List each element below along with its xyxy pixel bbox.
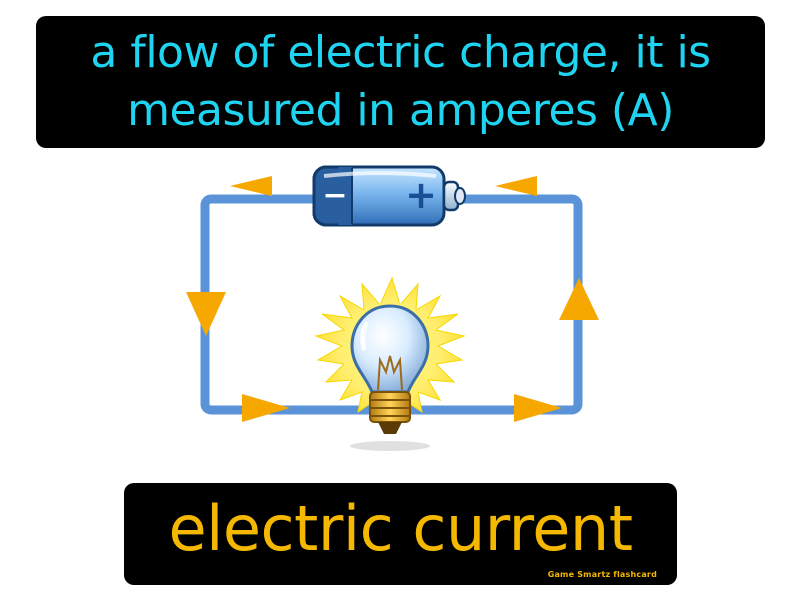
battery-icon: − +: [312, 165, 466, 227]
lightbulb-icon: [314, 276, 466, 451]
arrow-bottom-right-icon: [514, 394, 562, 422]
term-box: electric current Game Smartz flashcard: [124, 483, 677, 585]
arrow-top-left-icon: [230, 176, 272, 196]
definition-box: a flow of electric charge, it is measure…: [36, 16, 765, 148]
arrow-left-down-icon: [186, 292, 226, 336]
battery-positive-sign: +: [405, 173, 437, 217]
brand-label: Game Smartz flashcard: [547, 570, 657, 579]
arrow-right-up-icon: [559, 278, 599, 320]
arrow-top-right-icon: [495, 176, 537, 196]
arrow-bottom-left-icon: [242, 394, 290, 422]
term-title: electric current: [168, 492, 633, 565]
definition-line-1: a flow of electric charge, it is: [90, 27, 711, 78]
battery-negative-sign: −: [322, 178, 347, 213]
definition-line-2: measured in amperes (A): [127, 85, 674, 136]
current-direction-arrows: [186, 176, 599, 422]
definition-text: a flow of electric charge, it is measure…: [90, 24, 711, 140]
